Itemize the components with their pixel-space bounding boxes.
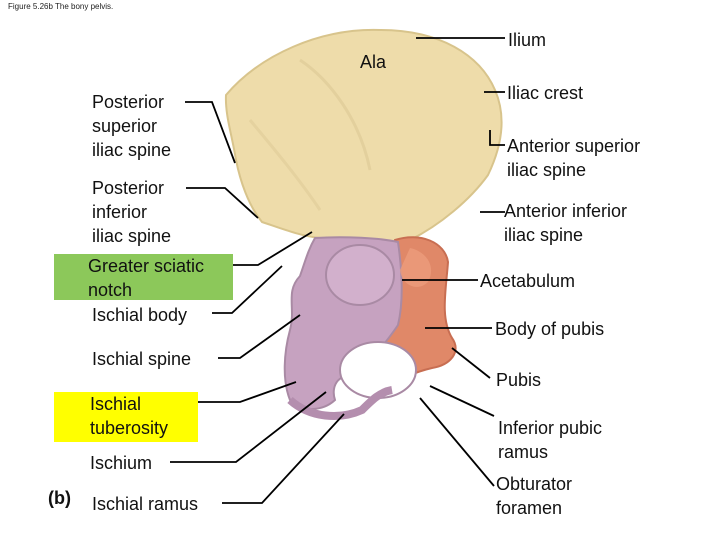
label-greater-sciatic-notch: Greater sciatic notch <box>88 256 205 300</box>
label-posterior-superior-iliac-spine: Posterior superior iliac spine <box>92 92 172 160</box>
label-ischial-spine: Ischial spine <box>92 349 192 369</box>
label-ischium: Ischium <box>90 453 153 473</box>
label-ischial-ramus: Ischial ramus <box>92 494 199 514</box>
obturator-foramen-hole <box>339 341 417 399</box>
label-acetabulum: Acetabulum <box>480 271 576 291</box>
label-pubis: Pubis <box>496 370 542 390</box>
label-body-of-pubis: Body of pubis <box>495 319 605 339</box>
acetabulum-cup <box>325 244 395 306</box>
leader-lines <box>170 37 505 504</box>
label-anterior-inferior-iliac-spine: Anterior inferior iliac spine <box>504 201 628 245</box>
figure-caption: Figure 5.26b The bony pelvis. <box>8 2 114 11</box>
label-ischial-tuberosity: Ischial tuberosity <box>90 394 169 438</box>
label-ala: Ala <box>360 52 387 72</box>
label-ischial-body: Ischial body <box>92 305 188 325</box>
view-tag: (b) <box>48 488 71 508</box>
label-obturator-foramen: Obturator foramen <box>496 474 573 518</box>
label-ilium: Ilium <box>508 30 547 50</box>
ischial-tuberosity-highlight <box>54 392 198 442</box>
label-inferior-pubic-ramus: Inferior pubic ramus <box>498 418 603 462</box>
ilium-bone <box>224 28 503 245</box>
label-posterior-inferior-iliac-spine: Posterior inferior iliac spine <box>92 178 172 246</box>
label-iliac-crest: Iliac crest <box>507 83 584 103</box>
greater-sciatic-notch-highlight <box>54 254 233 300</box>
label-anterior-superior-iliac-spine: Anterior superior iliac spine <box>507 136 641 180</box>
